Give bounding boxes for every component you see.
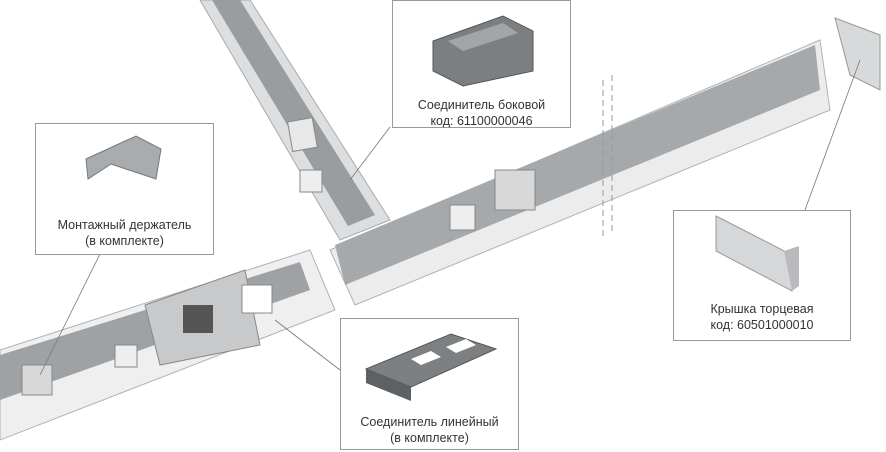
mount-holder-note: (в комплекте)	[85, 234, 164, 248]
mount-holder-name: Монтажный держатель	[57, 218, 192, 232]
end-cap-part	[834, 17, 881, 91]
mount-holder-image	[85, 135, 162, 180]
end-cap-code: код: 60501000010	[710, 318, 814, 332]
end-cap-name: Крышка торцевая	[710, 302, 814, 316]
side-connector-callout: Соединитель боковой код: 61100000046	[392, 0, 571, 128]
linear-connector-note: (в комплекте)	[390, 431, 469, 445]
linear-connector-image	[364, 333, 498, 401]
terminal-block	[286, 117, 318, 153]
mount-holder-callout: Монтажный держатель (в комплекте)	[35, 123, 214, 255]
linear-connector-callout: Соединитель линейный (в комплекте)	[340, 318, 519, 450]
end-cap-image	[715, 215, 799, 292]
side-connector-name: Соединитель боковой	[417, 98, 546, 112]
side-connector-code: код: 61100000046	[430, 114, 533, 128]
end-cap-callout: Крышка торцевая код: 60501000010	[673, 210, 851, 341]
side-connector-image	[432, 15, 534, 87]
linear-connector-name: Соединитель линейный	[360, 415, 499, 429]
